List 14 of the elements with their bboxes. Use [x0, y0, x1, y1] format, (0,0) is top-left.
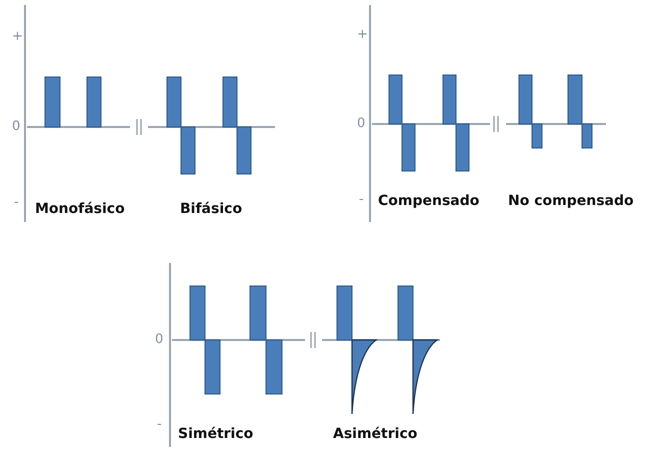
tick-label: - — [359, 193, 364, 206]
tick-label: - — [157, 418, 162, 431]
tick-label: + — [357, 28, 368, 41]
tick-label: + — [12, 30, 23, 43]
tick-label: - — [14, 196, 19, 209]
waveform-caption: Bifásico — [180, 202, 242, 216]
waveform-caption: Monofásico — [35, 202, 125, 216]
waveform-caption: Asimétrico — [333, 427, 418, 441]
waveform-caption: Compensado — [378, 194, 480, 208]
waveform-caption: No compensado — [508, 194, 634, 208]
tick-label: 0 — [357, 117, 366, 130]
tick-label: 0 — [12, 120, 20, 133]
tick-label: 0 — [155, 333, 164, 346]
waveform-caption: Simétrico — [178, 427, 254, 441]
